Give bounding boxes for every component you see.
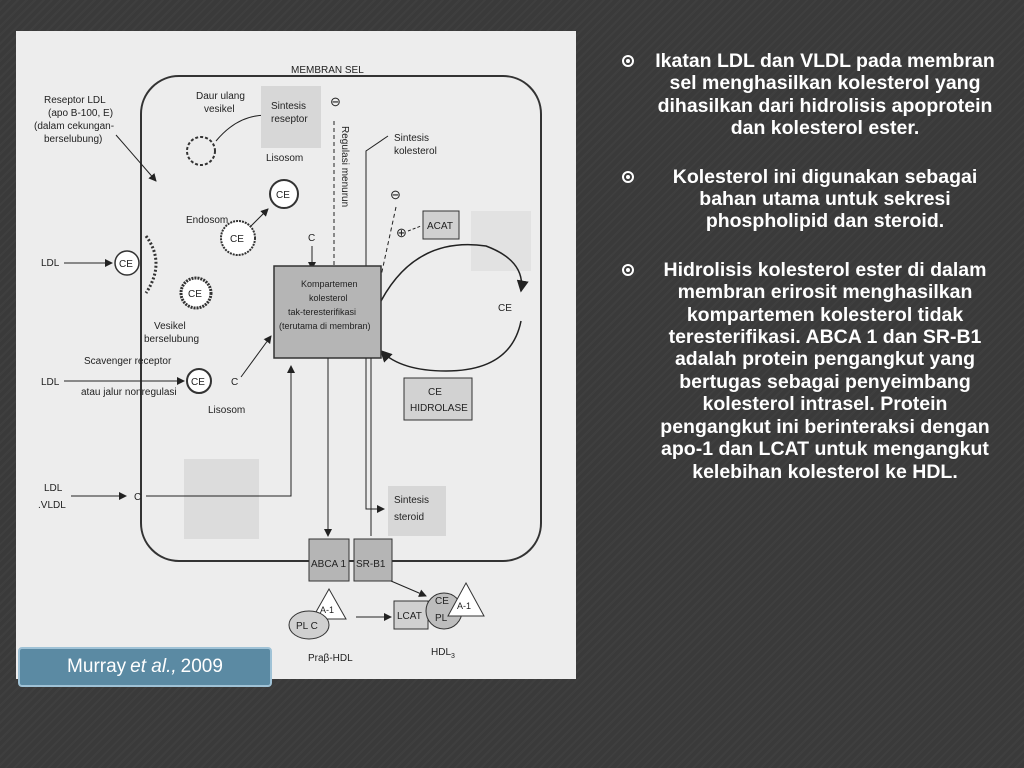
bullet-list: Ikatan LDL dan VLDL pada membran sel men… — [622, 50, 1002, 509]
bullet-text: Ikatan LDL dan VLDL pada membran sel men… — [655, 50, 995, 140]
srb1-box — [353, 538, 393, 582]
hdl3-label: HDL3 — [431, 647, 455, 660]
minus-icon: ⊖ — [330, 94, 341, 109]
citation-etal: et al., — [130, 656, 177, 677]
lisosom2-label: Lisosom — [208, 405, 245, 416]
lisosom2-circle — [186, 368, 212, 394]
svg-text:ABCA 1: ABCA 1 — [311, 559, 346, 570]
ldl2-label: LDL — [41, 377, 60, 388]
svg-text:C: C — [308, 233, 315, 244]
svg-text:LCAT: LCAT — [397, 611, 422, 622]
bg-shade — [184, 459, 259, 539]
coated-pit — [144, 235, 158, 294]
bullet-circle-icon — [622, 263, 634, 276]
abca1-box — [308, 538, 350, 582]
plc-ellipse — [288, 610, 330, 640]
endosom-label: Endosom — [186, 215, 228, 226]
citation-author: Murray — [67, 656, 127, 677]
ce-right-label: CE — [498, 303, 512, 314]
svg-text:ACAT: ACAT — [427, 221, 453, 232]
receptor-ldl-label: Reseptor LDL (apo B-100, E) (dalam cekun… — [34, 95, 117, 145]
bg-shade — [471, 211, 531, 271]
bullet-text: Hidrolisis kolesterol ester di dalam mem… — [660, 258, 990, 483]
regulasi-label: Regulasi menurun — [339, 126, 350, 207]
a1-triangle — [311, 587, 347, 620]
sintesis-steroid-box — [388, 486, 446, 536]
sintesis-reseptor-label: Sintesis reseptor — [271, 101, 309, 125]
diagram-svg: MEMBRAN SEL Reseptor LDL (apo B-100, E) … — [34, 65, 542, 664]
citation-box: Murray et al., 2009 — [18, 647, 272, 687]
svg-text:CE: CE — [191, 377, 205, 388]
bullet-circle-icon — [622, 170, 634, 183]
ldl-label: LDL — [41, 258, 60, 269]
sintesis-steroid-label: Sintesis steroid — [394, 495, 432, 523]
plus-icon: ⊕ — [396, 225, 407, 240]
citation-year: 2009 — [180, 656, 223, 677]
acat-box — [422, 210, 460, 240]
svg-text:C: C — [231, 377, 238, 388]
kompartemen-box — [273, 265, 382, 359]
svg-text:SR-B1: SR-B1 — [356, 559, 386, 570]
daur-ulang-label: Daur ulang vesikel — [196, 91, 248, 115]
lisosom-circle — [269, 179, 299, 209]
svg-text:C: C — [134, 492, 141, 503]
lisosom-label: Lisosom — [266, 153, 303, 164]
bullet-item: Ikatan LDL dan VLDL pada membran sel men… — [622, 50, 1002, 140]
recycle-vesicle — [186, 136, 216, 166]
ce-hidrolase-box — [403, 377, 473, 421]
ldl-ce-circle — [114, 250, 140, 276]
kompartemen-label: Kompartemen kolesterol tak-teresterifika… — [279, 279, 371, 331]
svg-text:CE: CE — [119, 259, 133, 270]
bullet-text: Kolesterol ini digunakan sebagai bahan u… — [672, 165, 978, 233]
vesikel-label: Vesikel berselubung — [144, 321, 199, 345]
svg-text:CE: CE — [276, 190, 290, 201]
ce-hidrolase-label: CE HIDROLASE — [410, 387, 468, 414]
cholesterol-diagram: MEMBRAN SEL Reseptor LDL (apo B-100, E) … — [16, 31, 576, 687]
svg-text:PL C: PL C — [296, 621, 318, 632]
bullet-item: Hidrolisis kolesterol ester di dalam mem… — [622, 259, 1002, 483]
minus-icon: ⊖ — [390, 187, 401, 202]
scavenger-label: Scavenger receptor atau jalur nonregulas… — [81, 356, 177, 398]
lcat-box — [393, 600, 429, 630]
membrane-title: MEMBRAN SEL — [291, 65, 364, 76]
bullet-item: Kolesterol ini digunakan sebagai bahan u… — [622, 166, 1002, 233]
coated-vesicle — [179, 276, 213, 310]
endosom-circle — [220, 220, 256, 256]
bullet-circle-icon — [622, 55, 634, 67]
svg-text:A-1: A-1 — [320, 605, 334, 615]
sintesis-reseptor-box — [261, 86, 321, 148]
ldl-vldl-label: LDL .VLDL — [38, 483, 66, 511]
sintesis-kolesterol-label: Sintesis kolesterol — [394, 133, 437, 157]
svg-text:CE PL: CE PL — [435, 596, 452, 624]
svg-text:A-1: A-1 — [457, 601, 471, 611]
svg-text:CE: CE — [230, 234, 244, 245]
a1-triangle-2 — [447, 581, 485, 617]
pre-hdl-label: Praβ-HDL — [308, 653, 353, 664]
svg-text:CE: CE — [188, 289, 202, 300]
